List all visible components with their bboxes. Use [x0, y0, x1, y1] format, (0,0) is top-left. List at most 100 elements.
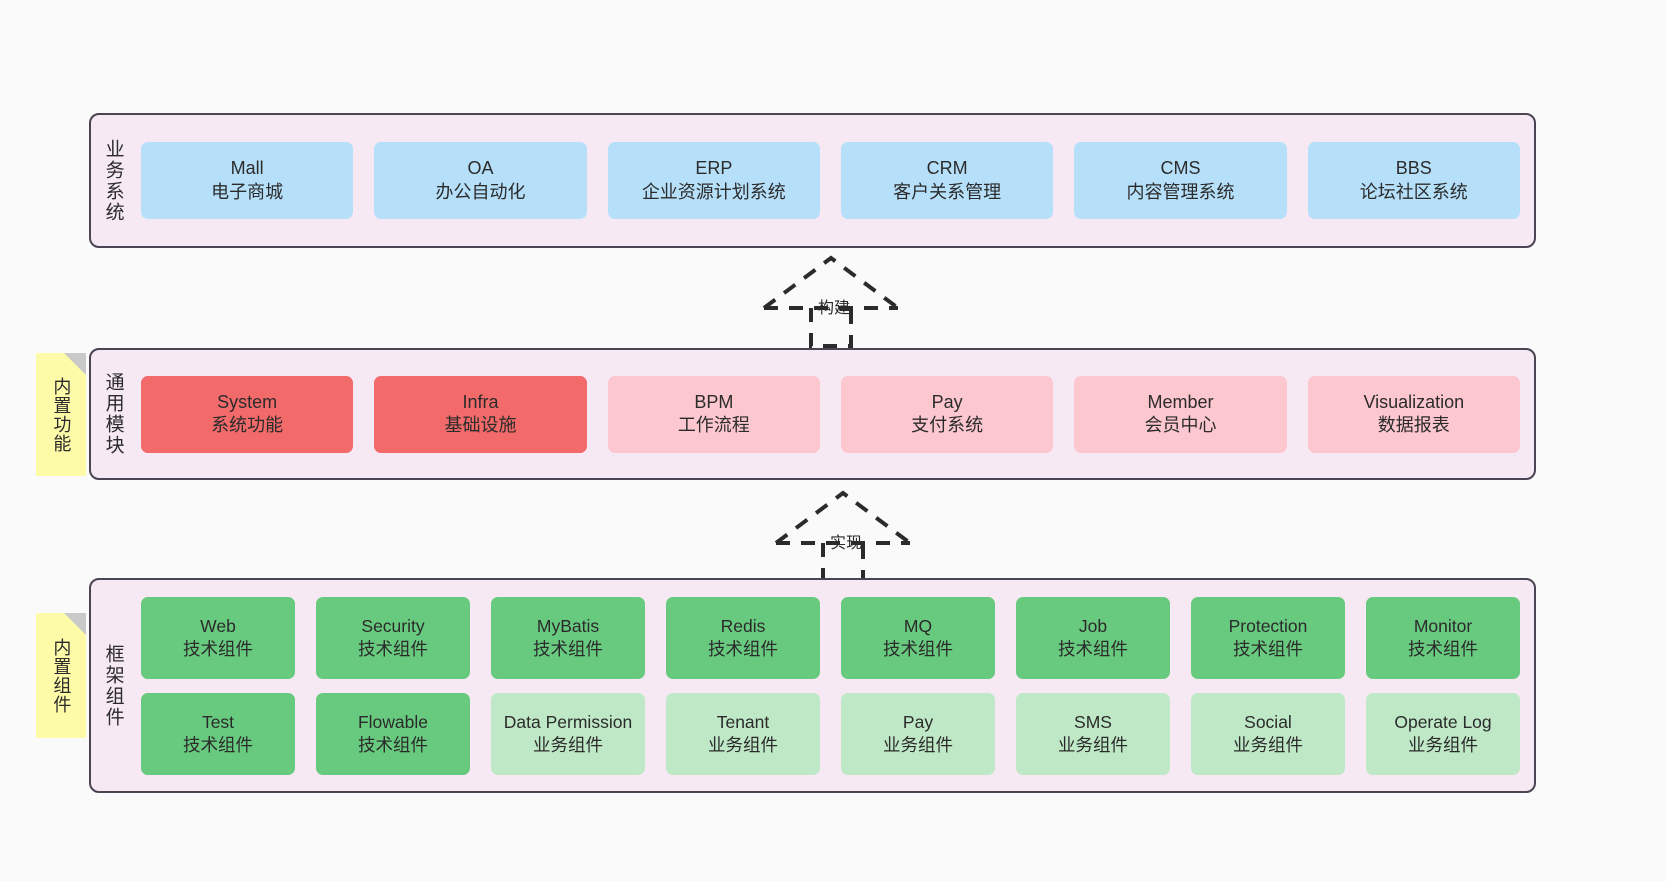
card-title: BBS	[1395, 158, 1432, 179]
card-subtitle: 会员中心	[1144, 415, 1217, 435]
layer-title-common-modules: 通用模块	[102, 372, 124, 456]
card-social[interactable]: Social 业务组件	[1191, 692, 1345, 775]
card-subtitle: 工作流程	[677, 415, 750, 435]
card-title: Pay	[902, 711, 934, 732]
card-subtitle: 技术组件	[183, 734, 253, 755]
card-grid-framework-components: Web 技术组件 Security 技术组件 MyBatis 技术组件 Redi…	[135, 580, 1534, 791]
card-visualization[interactable]: Visualization 数据报表	[1307, 375, 1520, 453]
card-crm[interactable]: CRM 客户关系管理	[840, 142, 1054, 219]
card-subtitle: 数据报表	[1377, 415, 1450, 435]
card-row: System 系统功能 Infra 基础设施 BPM 工作流程 Pay 支付系统…	[141, 375, 1520, 453]
layer-title-business-systems: 业务系统	[102, 138, 124, 223]
card-subtitle: 业务组件	[1408, 734, 1478, 755]
card-redis[interactable]: Redis 技术组件	[666, 596, 820, 679]
card-title: Test	[201, 711, 235, 732]
card-subtitle: 论坛社区系统	[1359, 181, 1468, 202]
card-tenant[interactable]: Tenant 业务组件	[666, 692, 820, 775]
dashed-generalization-arrow-icon	[762, 255, 900, 348]
layer-common-modules: 通用模块 System 系统功能 Infra 基础设施 BPM 工作流程 Pay…	[89, 348, 1536, 480]
card-title: Job	[1078, 615, 1108, 636]
card-subtitle: 技术组件	[708, 638, 778, 659]
connector-label-implement: 实现	[830, 535, 863, 552]
sticky-note-label: 内置功能	[51, 376, 72, 453]
card-title: Visualization	[1363, 391, 1465, 412]
card-subtitle: 技术组件	[883, 638, 953, 659]
card-subtitle: 电子商城	[211, 181, 284, 202]
card-title: MQ	[903, 615, 933, 636]
card-subtitle: 业务组件	[1233, 734, 1303, 755]
card-pay-component[interactable]: Pay 业务组件	[841, 692, 995, 775]
card-flowable[interactable]: Flowable 技术组件	[316, 692, 470, 775]
card-title: SMS	[1074, 711, 1112, 732]
connector-build: 构建	[756, 252, 906, 348]
card-security[interactable]: Security 技术组件	[316, 596, 470, 679]
card-subtitle: 技术组件	[358, 638, 428, 659]
sticky-note-label: 内置组件	[51, 637, 72, 714]
card-grid-common-modules: System 系统功能 Infra 基础设施 BPM 工作流程 Pay 支付系统…	[135, 350, 1534, 478]
card-monitor[interactable]: Monitor 技术组件	[1366, 596, 1520, 679]
card-subtitle: 客户关系管理	[893, 181, 1002, 202]
card-subtitle: 技术组件	[1408, 638, 1478, 659]
card-subtitle: 技术组件	[1233, 638, 1303, 659]
card-infra[interactable]: Infra 基础设施	[374, 375, 587, 453]
card-subtitle: 支付系统	[911, 415, 984, 435]
card-protection[interactable]: Protection 技术组件	[1191, 596, 1345, 679]
card-mybatis[interactable]: MyBatis 技术组件	[491, 596, 645, 679]
card-title: Tenant	[716, 711, 770, 732]
card-title: Monitor	[1413, 615, 1473, 636]
card-title: Social	[1244, 711, 1292, 732]
card-subtitle: 技术组件	[358, 734, 428, 755]
card-row: Web 技术组件 Security 技术组件 MyBatis 技术组件 Redi…	[141, 596, 1520, 679]
card-erp[interactable]: ERP 企业资源计划系统	[607, 142, 820, 219]
card-title: System	[217, 391, 278, 412]
card-cms[interactable]: CMS 内容管理系统	[1074, 142, 1287, 219]
card-subtitle: 企业资源计划系统	[641, 181, 786, 202]
card-title: MyBatis	[536, 615, 600, 636]
card-title: ERP	[695, 158, 733, 179]
card-subtitle: 系统功能	[211, 415, 284, 435]
card-title: CRM	[926, 158, 968, 179]
card-subtitle: 技术组件	[533, 638, 603, 659]
card-title: Infra	[462, 391, 499, 412]
card-subtitle: 内容管理系统	[1126, 181, 1235, 202]
card-title: Operate Log	[1394, 711, 1492, 732]
card-title: Pay	[931, 391, 963, 412]
card-subtitle: 业务组件	[533, 734, 603, 755]
card-title: CMS	[1160, 158, 1201, 179]
card-row: Test 技术组件 Flowable 技术组件 Data Permission …	[141, 692, 1520, 775]
card-mall[interactable]: Mall 电子商城	[141, 142, 354, 219]
card-system[interactable]: System 系统功能	[141, 375, 354, 453]
connector-implement: 实现	[768, 487, 918, 583]
card-oa[interactable]: OA 办公自动化	[374, 142, 587, 219]
card-job[interactable]: Job 技术组件	[1016, 596, 1170, 679]
card-test[interactable]: Test 技术组件	[141, 692, 295, 775]
card-row: Mall 电子商城 OA 办公自动化 ERP 企业资源计划系统 CRM 客户关系…	[141, 142, 1520, 219]
card-title: Protection	[1228, 615, 1308, 636]
sticky-note-builtin-components: 内置组件	[36, 613, 86, 738]
card-title: Flowable	[357, 711, 429, 732]
card-title: Redis	[720, 615, 766, 636]
card-grid-business-systems: Mall 电子商城 OA 办公自动化 ERP 企业资源计划系统 CRM 客户关系…	[135, 115, 1534, 246]
card-operate-log[interactable]: Operate Log 业务组件	[1366, 692, 1520, 775]
card-subtitle: 基础设施	[444, 415, 517, 435]
card-subtitle: 办公自动化	[435, 181, 526, 202]
card-title: Security	[361, 615, 425, 636]
card-data-permission[interactable]: Data Permission 业务组件	[491, 692, 645, 775]
card-title: Mall	[230, 158, 264, 179]
card-title: Data Permission	[503, 711, 633, 732]
card-subtitle: 技术组件	[183, 638, 253, 659]
card-pay[interactable]: Pay 支付系统	[840, 375, 1054, 453]
card-bbs[interactable]: BBS 论坛社区系统	[1307, 142, 1520, 219]
card-sms[interactable]: SMS 业务组件	[1016, 692, 1170, 775]
card-web[interactable]: Web 技术组件	[141, 596, 295, 679]
connector-label-build: 构建	[818, 300, 851, 317]
card-subtitle: 业务组件	[708, 734, 778, 755]
sticky-note-builtin-features: 内置功能	[36, 353, 86, 476]
card-member[interactable]: Member 会员中心	[1074, 375, 1287, 453]
card-subtitle: 业务组件	[883, 734, 953, 755]
layer-business-systems: 业务系统 Mall 电子商城 OA 办公自动化 ERP 企业资源计划系统 CRM…	[89, 113, 1536, 248]
card-title: Member	[1147, 391, 1214, 412]
card-bpm[interactable]: BPM 工作流程	[607, 375, 820, 453]
card-mq[interactable]: MQ 技术组件	[841, 596, 995, 679]
